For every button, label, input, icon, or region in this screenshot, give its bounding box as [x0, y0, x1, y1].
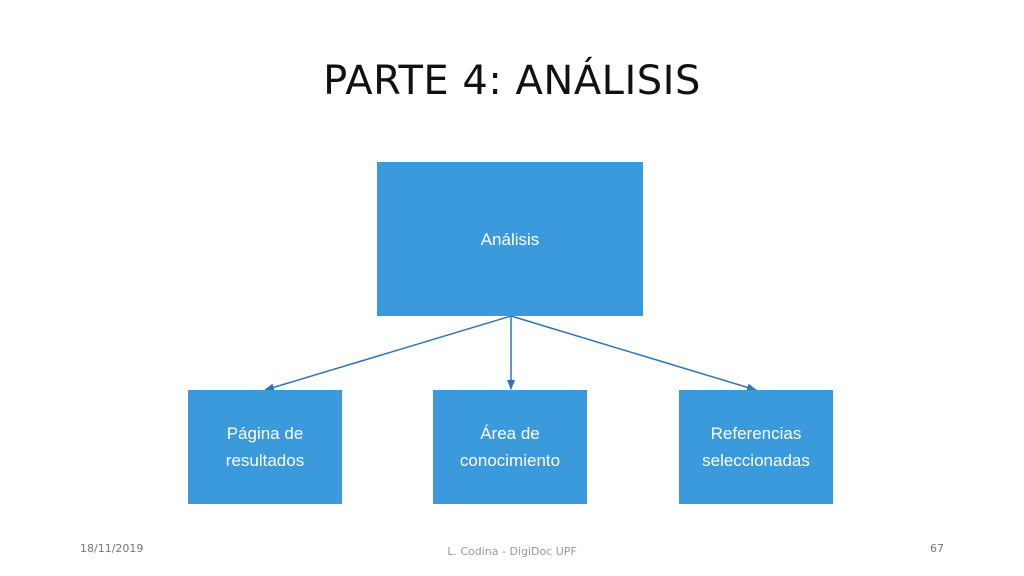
- connector-arrow-1: [264, 315, 512, 392]
- node-analisis: Análisis: [377, 162, 643, 316]
- node-referencias-seleccionadas: Referencias seleccionadas: [679, 390, 833, 504]
- node-area-de-conocimiento-label: Área de conocimiento: [459, 424, 561, 470]
- node-area-de-conocimiento: Área de conocimiento: [433, 390, 587, 504]
- node-referencias-seleccionadas-label: Referencias seleccionadas: [702, 424, 810, 470]
- node-pagina-de-resultados: Página de resultados: [188, 390, 342, 504]
- footer-author: L. Codina - DigiDoc UPF: [447, 545, 577, 558]
- node-analisis-label: Análisis: [480, 229, 540, 249]
- connector-arrow-3: [510, 315, 757, 392]
- node-pagina-de-resultados-label: Página de resultados: [225, 424, 305, 470]
- footer-date: 18/11/2019: [80, 542, 144, 555]
- slide-title: PARTE 4: ANÁLISIS: [323, 58, 701, 104]
- footer-page-number: 67: [930, 542, 944, 555]
